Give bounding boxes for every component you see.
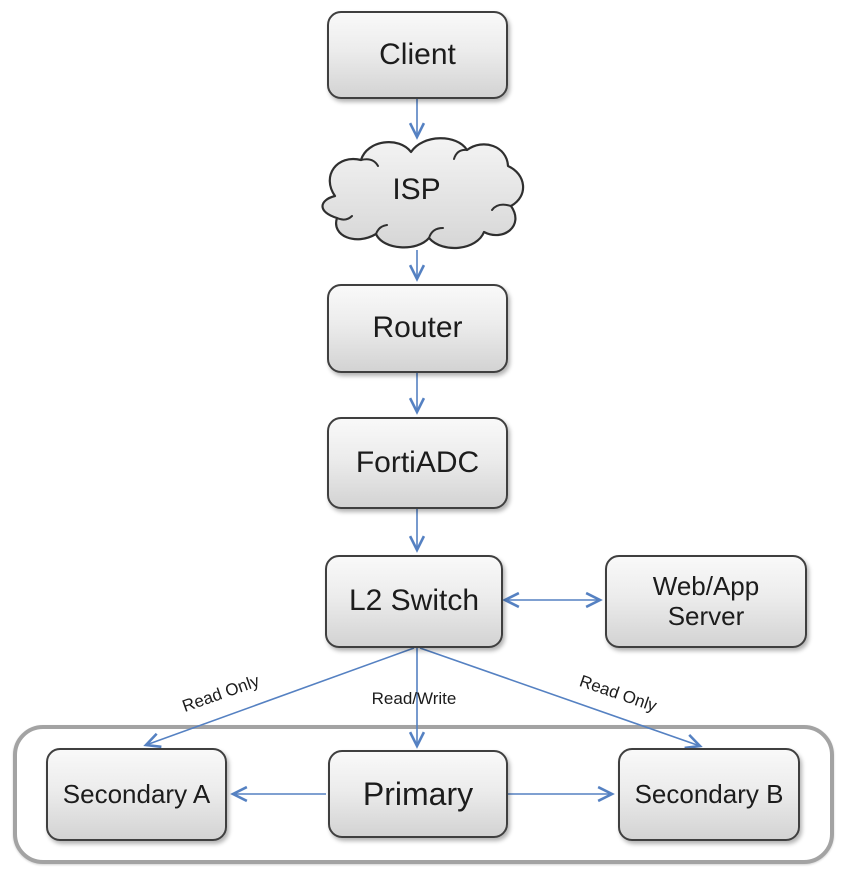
node-secondary-b-label: Secondary B (634, 778, 784, 809)
node-router-label: Router (372, 311, 463, 345)
node-router: Router (327, 284, 508, 373)
node-fortiadc-label: FortiADC (355, 445, 480, 479)
isp-cloud-shape (321, 137, 525, 250)
node-isp-label: ISP (392, 173, 441, 206)
cloud-curl-details (336, 148, 512, 239)
node-client: Client (327, 11, 508, 99)
node-primary: Primary (328, 750, 508, 838)
edge-label-read-write: Read/Write (371, 689, 457, 708)
node-l2-switch-label: L2 Switch (348, 584, 480, 618)
node-secondary-a-label: Secondary A (62, 778, 211, 809)
node-secondary-a: Secondary A (46, 748, 227, 841)
node-primary-label: Primary (362, 775, 474, 812)
node-webapp-server: Web/App Server (605, 555, 807, 648)
node-secondary-b: Secondary B (618, 748, 800, 841)
node-l2-switch: L2 Switch (325, 555, 503, 648)
edge-l2switch-secondary-b (419, 647, 703, 750)
node-client-label: Client (379, 37, 456, 71)
node-webapp-server-label: Web/App Server (652, 570, 760, 631)
edge-l2switch-secondary-a (143, 647, 415, 749)
node-isp-label-wrap: ISP (305, 134, 528, 246)
node-fortiadc: FortiADC (327, 417, 508, 509)
